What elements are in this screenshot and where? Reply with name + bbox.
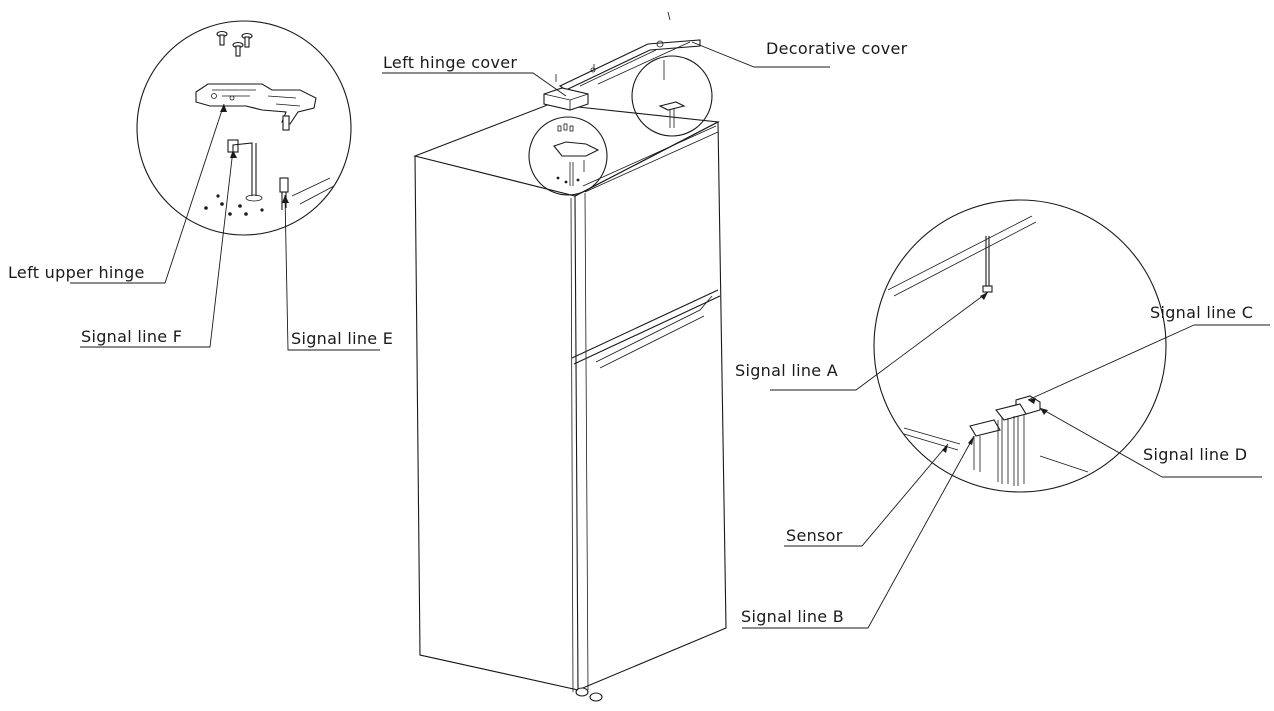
right-detail-circle xyxy=(873,199,1167,493)
left-upper-hinge-part xyxy=(195,83,317,131)
label-left-upper-hinge: Left upper hinge xyxy=(8,263,145,282)
signal-line-a-part xyxy=(985,236,990,290)
label-signal-line-b: Signal line B xyxy=(741,607,844,626)
label-decorative-cover: Decorative cover xyxy=(766,39,908,58)
labels: Left hinge cover Decorative cover Left u… xyxy=(8,39,1253,626)
front-foot-left xyxy=(575,687,589,697)
label-signal-line-c: Signal line C xyxy=(1150,303,1253,322)
label-signal-line-f: Signal line F xyxy=(81,327,182,346)
left-detail-circle xyxy=(136,20,352,236)
decorative-cover-part xyxy=(555,11,701,91)
refrigerator xyxy=(413,103,727,702)
top-center-detail-circle xyxy=(528,116,608,196)
fridge-front xyxy=(574,121,727,691)
signal-line-e-part xyxy=(279,177,289,210)
hinge-screws xyxy=(216,30,253,57)
left-hinge-cover-part xyxy=(543,87,589,111)
top-right-detail-circle xyxy=(631,55,713,137)
signal-line-f-part xyxy=(227,139,263,202)
door-split xyxy=(571,289,721,365)
label-signal-line-e: Signal line E xyxy=(291,329,393,348)
label-signal-line-d: Signal line D xyxy=(1143,445,1247,464)
leader-lines xyxy=(70,41,1270,629)
label-signal-line-a: Signal line A xyxy=(735,361,838,380)
label-sensor: Sensor xyxy=(786,526,843,545)
connectors-b-c-d-sensor xyxy=(969,395,1041,486)
label-left-hinge-cover: Left hinge cover xyxy=(383,53,517,72)
fridge-left-side xyxy=(414,155,579,691)
front-foot-right xyxy=(589,692,603,702)
